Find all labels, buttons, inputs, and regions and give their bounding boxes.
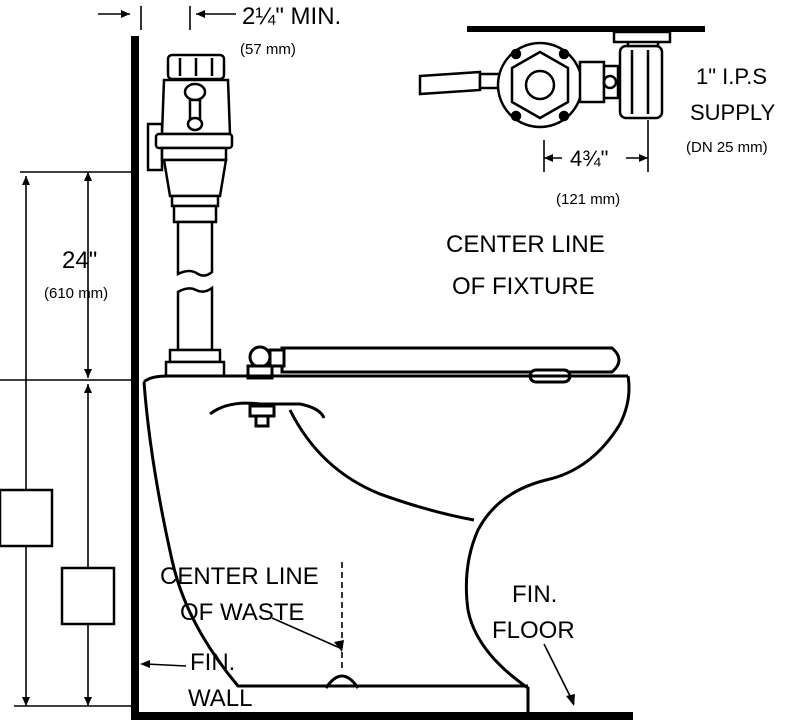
waste-centerline-label-2: OF WASTE	[180, 599, 304, 626]
reference-boxes	[0, 488, 116, 626]
min-clearance-label: 2¼" MIN.	[242, 3, 341, 30]
plan-view-wall	[467, 26, 705, 32]
toilet-bowl	[142, 345, 631, 712]
waste-centerline-label-1: CENTER LINE	[160, 563, 319, 590]
finished-floor	[131, 712, 633, 720]
height-mm-label: (610 mm)	[44, 285, 108, 302]
flush-valve-plan-view	[418, 30, 672, 129]
supply-mm-label: (DN 25 mm)	[686, 139, 768, 156]
fin-wall-label-1: FIN.	[190, 649, 235, 676]
arrowheads	[22, 10, 648, 706]
finished-wall	[131, 36, 139, 720]
fin-floor-label-1: FIN.	[512, 581, 557, 608]
fin-wall-label-2: WALL	[188, 685, 252, 712]
offset-inch-label: 4¾"	[570, 146, 608, 171]
supply-word-label: SUPPLY	[690, 100, 776, 125]
fin-floor-label-2: FLOOR	[492, 617, 575, 644]
min-clearance-mm-label: (57 mm)	[240, 41, 296, 58]
height-inch-label: 24"	[62, 247, 97, 274]
fixture-centerline-label-2: OF FIXTURE	[452, 273, 595, 300]
offset-mm-label: (121 mm)	[556, 191, 620, 208]
fixture-centerline-label-1: CENTER LINE	[446, 231, 605, 258]
supply-size-label: 1" I.P.S	[696, 64, 767, 89]
flush-valve	[146, 53, 234, 378]
